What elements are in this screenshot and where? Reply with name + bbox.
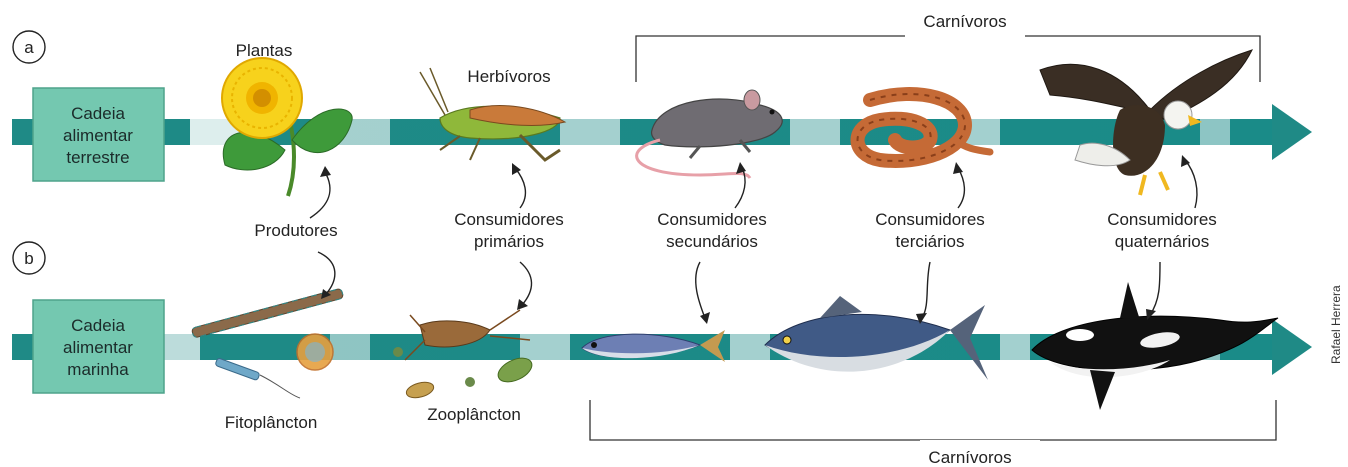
svg-text:Cadeia: Cadeia (71, 104, 125, 123)
svg-text:Consumidores: Consumidores (454, 210, 564, 229)
svg-text:Carnívoros: Carnívoros (923, 12, 1006, 31)
label-herbivores: Herbívoros (467, 67, 550, 86)
svg-text:terrestre: terrestre (66, 148, 129, 167)
svg-text:marinha: marinha (67, 360, 129, 379)
svg-text:Cadeia: Cadeia (71, 316, 125, 335)
label-primary-consumers: Consumidores primários (454, 210, 564, 251)
label-quaternary-consumers: Consumidores quaternários (1107, 210, 1217, 251)
label-phytoplankton: Fitoplâncton (225, 413, 318, 432)
terrestrial-chain-box: Cadeia alimentar terrestre (33, 88, 164, 181)
rat-icon (637, 90, 783, 178)
svg-text:a: a (24, 38, 34, 57)
svg-text:secundários: secundários (666, 232, 758, 251)
label-plants: Plantas (236, 41, 293, 60)
panel-b-marker: b (13, 242, 45, 274)
svg-text:primários: primários (474, 232, 544, 251)
label-producers: Produtores (254, 221, 337, 240)
marine-arrowhead (1272, 319, 1312, 375)
svg-text:alimentar: alimentar (63, 126, 133, 145)
svg-text:Consumidores: Consumidores (657, 210, 767, 229)
svg-text:Consumidores: Consumidores (875, 210, 985, 229)
top-carnivores-bracket: Carnívoros (636, 10, 1260, 82)
flower-icon (222, 58, 352, 196)
label-secondary-consumers: Consumidores secundários (657, 210, 767, 251)
arrow-producers-up (310, 172, 330, 218)
label-tertiary-consumers: Consumidores terciários (875, 210, 985, 251)
snake-icon (858, 94, 991, 161)
bottom-carnivores-bracket: Carnívoros (590, 400, 1276, 467)
terrestrial-arrowhead (1272, 104, 1312, 160)
svg-text:alimentar: alimentar (63, 338, 133, 357)
marine-chain-box: Cadeia alimentar marinha (33, 300, 164, 393)
panel-a-marker: a (13, 31, 45, 63)
svg-text:b: b (24, 249, 33, 268)
image-credit: Rafael Herrera (1329, 285, 1343, 364)
label-zooplankton: Zooplâncton (427, 405, 521, 424)
svg-text:quaternários: quaternários (1115, 232, 1210, 251)
svg-text:terciários: terciários (896, 232, 965, 251)
svg-text:Consumidores: Consumidores (1107, 210, 1217, 229)
arrow-producers-down (318, 252, 335, 294)
svg-text:Carnívoros: Carnívoros (928, 448, 1011, 467)
